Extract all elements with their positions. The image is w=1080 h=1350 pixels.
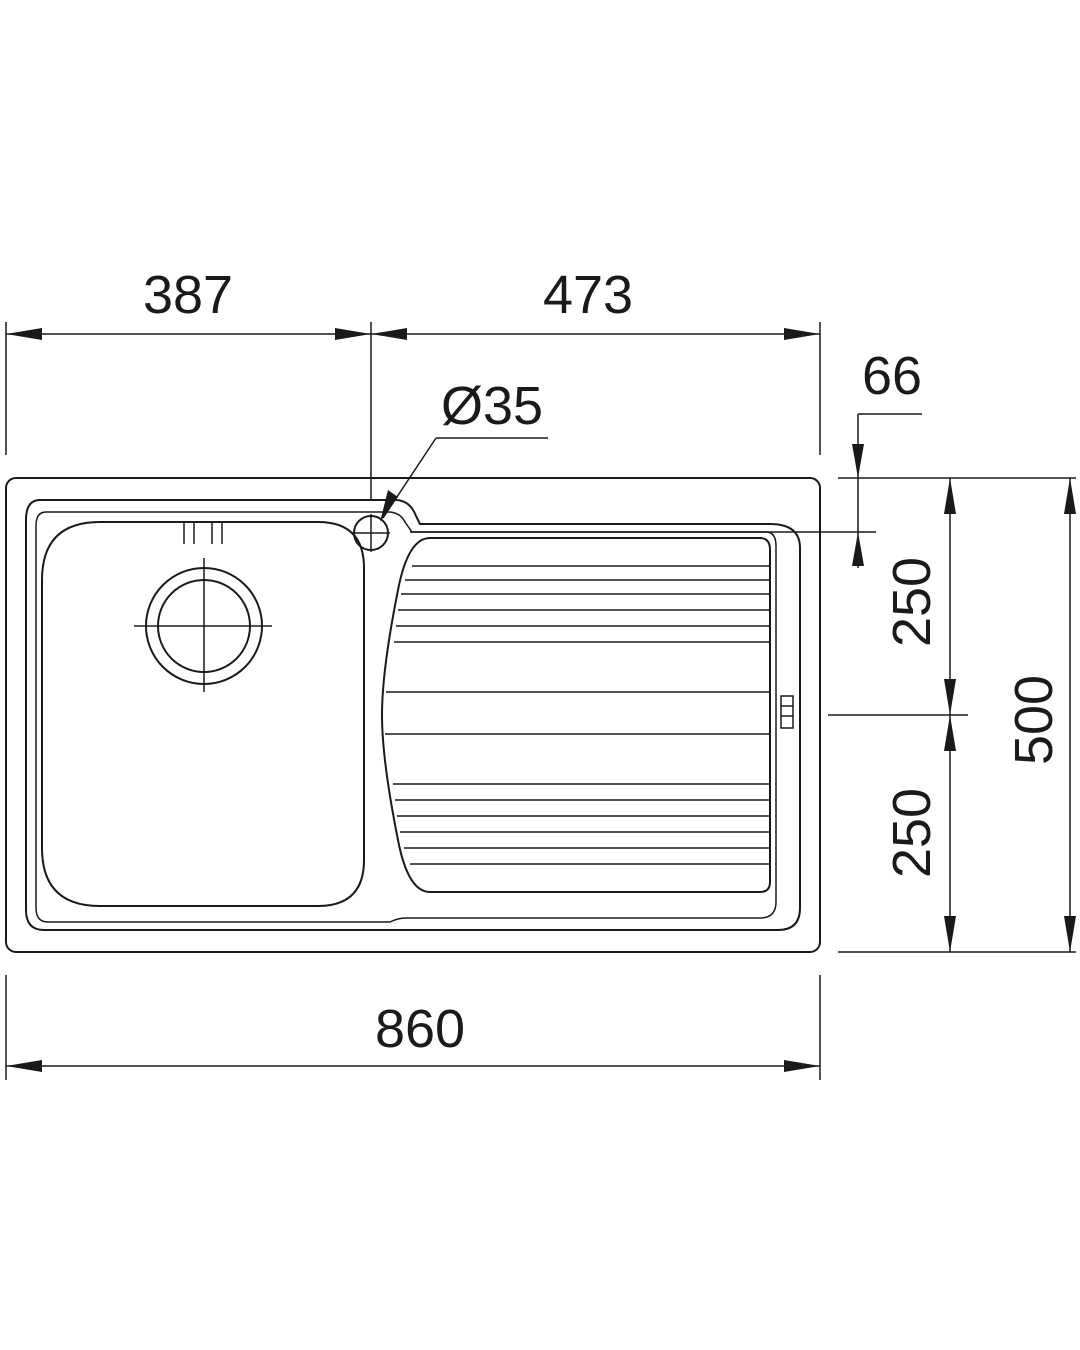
drainer-ribs <box>385 565 770 865</box>
drainer-outline <box>380 537 771 893</box>
dim-label-860: 860 <box>375 999 465 1059</box>
dim-label-250-upper: 250 <box>882 557 942 647</box>
sink-inner-rim <box>25 499 801 931</box>
dim-line-250-lower <box>944 715 956 952</box>
dim-label-250-lower: 250 <box>882 788 942 878</box>
dim-line-66 <box>852 413 922 568</box>
sink-bowl <box>41 521 365 907</box>
drainer <box>380 537 794 893</box>
dim-label-500: 500 <box>1004 675 1064 765</box>
dim-line-860 <box>6 1060 820 1072</box>
extension-lines <box>5 322 1076 1080</box>
dim-line-500 <box>1064 478 1076 952</box>
dim-line-250-upper <box>944 478 956 715</box>
overflow-icon <box>183 522 223 544</box>
sink-outer-edge <box>5 477 821 953</box>
dim-label-66: 66 <box>862 346 922 406</box>
dim-line-387 <box>6 328 371 340</box>
clip-icon <box>780 695 794 729</box>
sink-outline <box>5 477 821 953</box>
dim-label-387: 387 <box>143 265 233 325</box>
dim-label-473: 473 <box>543 265 633 325</box>
dim-line-473 <box>371 328 820 340</box>
drain-icon <box>134 558 272 692</box>
tap-hole-leader <box>380 437 548 522</box>
tap-hole <box>352 514 390 552</box>
dim-label-tap-hole-diameter: Ø35 <box>441 376 543 436</box>
sink-inner-rim-2 <box>35 511 777 923</box>
